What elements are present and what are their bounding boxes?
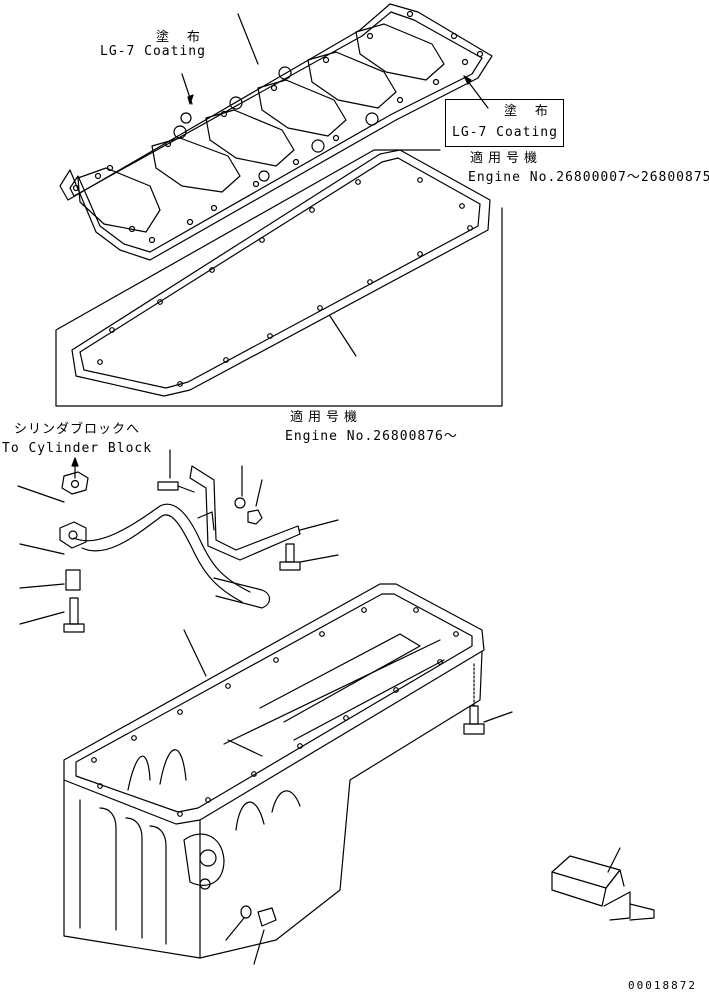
coating-top-jp-label: 塗 布 — [156, 30, 205, 45]
drawing-number: 00018872 — [628, 979, 697, 992]
gasket-bolt-holes — [72, 10, 484, 244]
serial-2-en-label: Engine No.26800876～ — [285, 429, 458, 444]
serial-1-en-label: Engine No.26800007～26800875 — [468, 170, 709, 185]
oil-pan — [63, 583, 513, 965]
gauge-tip-detail — [551, 847, 655, 921]
cylinder-block-en-label: To Cylinder Block — [2, 441, 153, 456]
pan-gasket-holes — [97, 177, 473, 387]
gasket-windows — [77, 23, 445, 233]
coating-top-en-label: LG-7 Coating — [100, 44, 206, 59]
coating-callout-box — [445, 99, 564, 147]
oil-pan-bolt-holes — [91, 607, 459, 817]
coating-box-jp-label: 塗 布 — [504, 104, 553, 119]
block-gasket — [59, 3, 493, 261]
pan-gasket-box — [55, 149, 503, 407]
cylinder-block-jp-label: シリンダブロックへ — [14, 422, 141, 437]
gauge-guide-assembly — [17, 449, 339, 633]
serial-2-jp-label: 適用号機 — [290, 410, 363, 425]
serial-1-jp-label: 適用号機 — [470, 151, 543, 166]
coating-box-en-label: LG-7 Coating — [452, 125, 558, 140]
